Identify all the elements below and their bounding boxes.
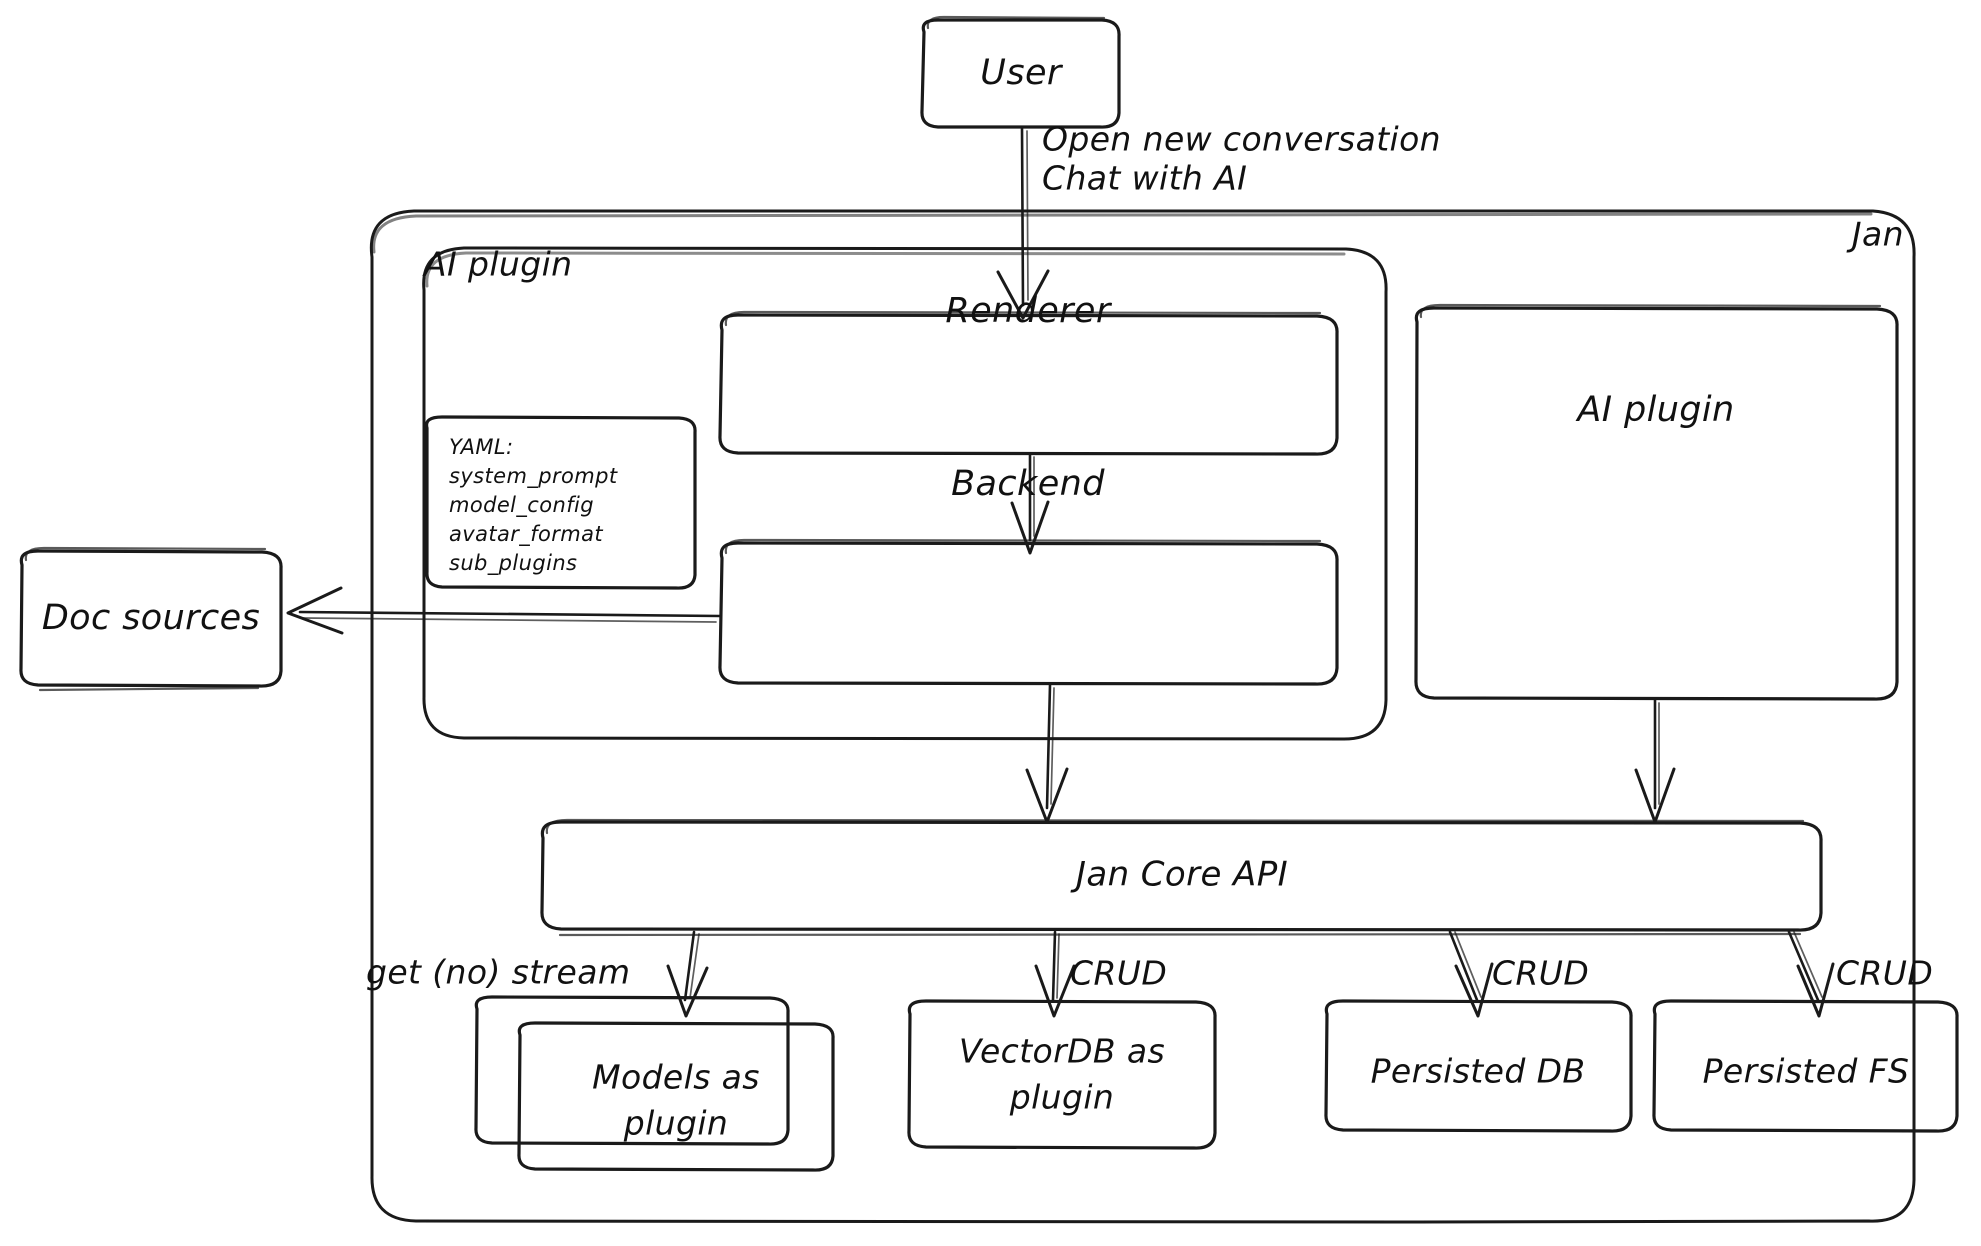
node-persisted-db-label: Persisted DB	[1371, 1052, 1586, 1091]
node-persisted-fs[interactable]	[1652, 999, 1959, 1133]
node-vectordb-plugin[interactable]	[907, 999, 1217, 1150]
node-renderer[interactable]	[718, 310, 1339, 456]
edge-backend-to-doc-sources	[286, 586, 722, 635]
node-models-plugin[interactable]	[474, 995, 835, 1172]
node-jan-core-api-label: Jan Core API	[1070, 855, 1288, 895]
node-backend[interactable]	[718, 538, 1339, 686]
edge-label-open-conversation-line1: Open new conversation	[1042, 120, 1441, 159]
node-persisted-fs-label: Persisted FS	[1703, 1052, 1910, 1091]
node-vectordb-plugin-label-line1: VectorDB as	[959, 1032, 1165, 1071]
node-renderer-label: Renderer	[945, 291, 1113, 331]
edge-core-api-to-vectordb	[1034, 930, 1076, 1018]
node-ai-plugin-label: AI plugin	[1575, 390, 1734, 430]
container-ai-plugin-group-label: AI plugin	[422, 245, 572, 284]
edge-label-get-no-stream: get (no) stream	[366, 953, 630, 992]
node-models-plugin-label-line1: Models as	[592, 1058, 760, 1097]
node-models-plugin-label-line2: plugin	[623, 1104, 728, 1143]
yaml-line-2: model_config	[449, 493, 594, 518]
yaml-line-1: system_prompt	[449, 464, 618, 489]
node-backend-label: Backend	[951, 464, 1105, 504]
node-user[interactable]	[920, 15, 1121, 129]
edge-label-open-conversation-line2: Chat with AI	[1042, 159, 1247, 198]
yaml-line-0: YAML:	[449, 435, 513, 459]
card-yaml-lines: YAML: system_prompt model_config avatar_…	[449, 435, 618, 576]
yaml-line-4: sub_plugins	[449, 551, 577, 576]
yaml-line-3: avatar_format	[449, 522, 603, 547]
container-jan	[369, 209, 1916, 1224]
edge-core-api-to-persisted-fs	[1787, 930, 1835, 1018]
edge-renderer-to-backend	[1010, 453, 1050, 555]
node-user-label: User	[980, 53, 1064, 93]
edge-label-crud-vectordb: CRUD	[1070, 954, 1167, 993]
edge-core-api-to-models	[666, 930, 709, 1018]
node-vectordb-plugin-label-line2: plugin	[1009, 1078, 1114, 1117]
node-doc-sources[interactable]	[19, 546, 283, 692]
edge-user-to-renderer	[996, 126, 1050, 320]
edge-ai-plugin-to-core-api	[1634, 698, 1676, 824]
node-ai-plugin[interactable]	[1414, 303, 1899, 701]
edge-label-crud-persisted-fs: CRUD	[1836, 954, 1933, 993]
node-doc-sources-label: Doc sources	[42, 598, 260, 638]
edge-label-crud-persisted-db: CRUD	[1492, 954, 1589, 993]
edge-backend-to-core-api	[1025, 683, 1069, 824]
card-yaml	[424, 415, 697, 590]
node-jan-core-api[interactable]	[540, 818, 1823, 937]
node-persisted-db[interactable]	[1324, 999, 1633, 1133]
container-ai-plugin-group	[422, 246, 1388, 741]
container-jan-label: Jan	[1846, 215, 1904, 254]
edge-core-api-to-persisted-db	[1448, 930, 1494, 1018]
